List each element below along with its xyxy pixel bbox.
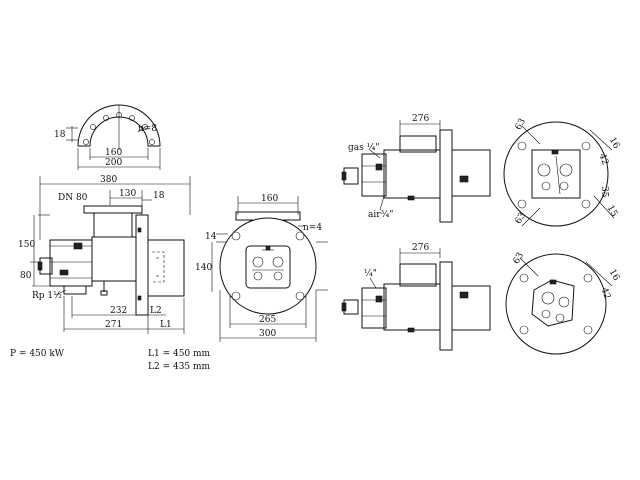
specs: P = 450 kW L1 = 450 mm L2 = 435 mm <box>10 349 211 372</box>
ur-dim-35: 35 <box>599 186 609 198</box>
side-dim-130: 130 <box>119 189 136 199</box>
front-dim-265: 265 <box>259 315 276 325</box>
side-dn80: DN 80 <box>58 193 88 203</box>
lower-right-front-view: 63 16 42 <box>505 251 622 355</box>
front-bolt-count: n=4 <box>303 223 322 233</box>
front-view: 160 n=4 14 140 265 <box>195 194 328 342</box>
spec-power: P = 450 kW <box>10 349 65 359</box>
flange-dim-200: 200 <box>105 158 122 168</box>
side-dim-18: 18 <box>153 191 165 201</box>
ur-dim-42: 42 <box>597 152 610 166</box>
front-dim-14: 14 <box>205 232 217 242</box>
spec-l2: L2 = 435 mm <box>148 362 211 372</box>
ur-air-label: air¾" <box>368 209 393 220</box>
side-dim-232: 232 <box>110 306 127 316</box>
side-dim-271: 271 <box>105 320 122 330</box>
lr-dim-276: 276 <box>412 243 429 253</box>
side-l1: L1 <box>160 320 172 330</box>
lr-dim-63: 63 <box>512 251 527 266</box>
front-dim-140: 140 <box>195 263 212 273</box>
ur-dim-16: 16 <box>607 136 622 151</box>
side-rp: Rp 1½ <box>32 290 62 301</box>
front-dim-300: 300 <box>259 329 276 339</box>
lower-right-side-view: 276 ¼" <box>341 243 491 351</box>
ur-dim-276: 276 <box>412 114 429 124</box>
upper-right-front-view: 63 16 42 35 15 63 <box>503 117 622 227</box>
lr-dim-42: 42 <box>599 286 612 300</box>
front-dim-160: 160 <box>261 194 278 204</box>
flange-bolt-count: n=8 <box>138 124 157 134</box>
side-view: 380 DN 80 130 18 <box>18 175 191 334</box>
flange-dim-160: 160 <box>105 148 122 158</box>
ur-gas-label: gas ¼" <box>348 142 379 153</box>
upper-right-side-view: 276 gas ¼" air¾" <box>341 114 491 223</box>
lr-dim-16: 16 <box>607 268 622 283</box>
side-dim-80: 80 <box>20 271 32 281</box>
side-dim-150: 150 <box>18 240 35 250</box>
lr-quarter-label: ¼" <box>364 268 377 279</box>
spec-l1: L1 = 450 mm <box>148 349 211 359</box>
side-dim-380: 380 <box>100 175 117 185</box>
flange-dim-18: 18 <box>54 130 66 140</box>
side-l2: L2 <box>150 306 162 316</box>
flange-top-view: 18 n=8 160 200 <box>54 104 161 170</box>
ur-dim-15: 15 <box>605 204 620 219</box>
